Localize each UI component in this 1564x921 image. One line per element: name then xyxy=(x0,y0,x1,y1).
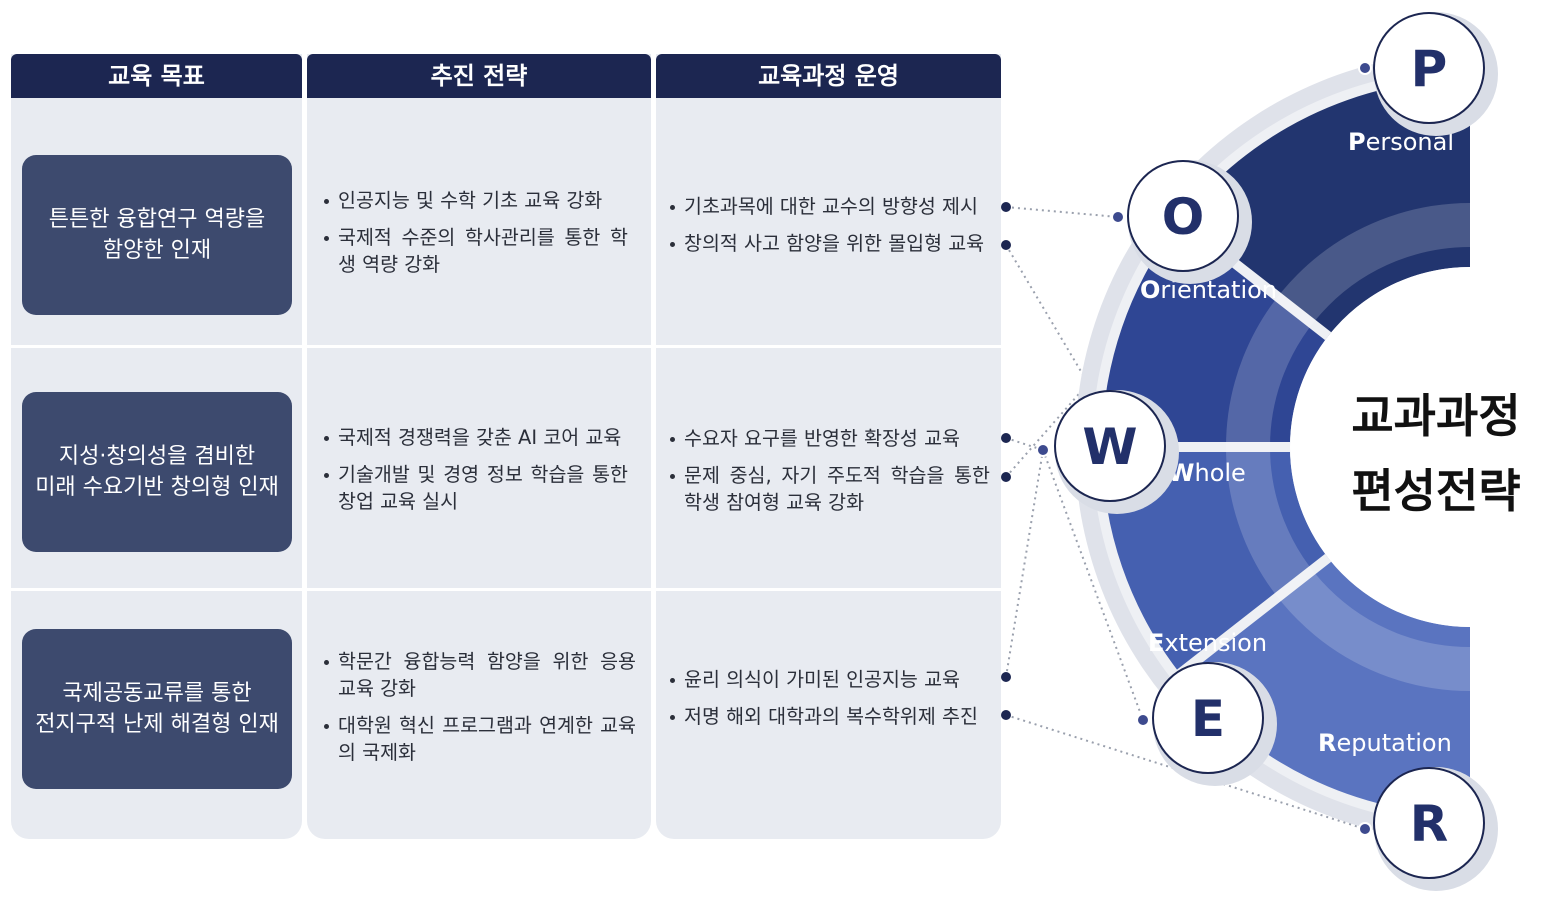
segment-orientation xyxy=(1102,447,1329,674)
goal-text: 튼튼한 융합연구 역량을 xyxy=(48,207,266,232)
inner-band xyxy=(1226,203,1470,691)
strategy-list-3: 학문간 융합능력 함양을 위한 응용 교육 강화 대학원 혁신 프로그램과 연계… xyxy=(322,648,636,776)
column-strategy-bg xyxy=(307,54,651,839)
segment-whole xyxy=(1102,220,1329,447)
strategy-item: 국제적 수준의 학사관리를 통한 학생 역량 강화 xyxy=(322,224,628,278)
strategy-item: 인공지능 및 수학 기초 교육 강화 xyxy=(322,187,628,214)
letter-circle-r: R xyxy=(1373,767,1498,891)
letter-circle-o: O xyxy=(1127,160,1252,284)
strategy-item: 국제적 경쟁력을 갖춘 AI 코어 교육 xyxy=(322,424,628,451)
word-reputation: Reputation xyxy=(1318,729,1452,757)
letter-w: W xyxy=(1082,418,1137,476)
goal-box-2: 지성·창의성을 겸비한 미래 수요기반 창의형 인재 xyxy=(22,392,292,552)
operation-item: 윤리 의식이 가미된 인공지능 교육 xyxy=(668,666,990,693)
letter-r: R xyxy=(1410,795,1449,853)
center-title-line-2: 편성전략 xyxy=(1351,464,1520,518)
goal-text: 지성·창의성을 겸비한 xyxy=(58,444,256,469)
letter-circle-e: E xyxy=(1152,662,1277,786)
segment-separator xyxy=(1173,553,1332,680)
connector-dots xyxy=(1001,202,1011,720)
letter-p: P xyxy=(1411,40,1448,98)
letter-circle-p: P xyxy=(1373,12,1498,136)
goal-text: 미래 수요기반 창의형 인재 xyxy=(35,475,279,500)
header-strategy: 추진 전략 xyxy=(307,54,651,98)
word-personal: Personal xyxy=(1348,128,1454,156)
strategy-item: 기술개발 및 경영 정보 학습을 통한 창업 교육 실시 xyxy=(322,461,628,515)
letter-o: O xyxy=(1162,188,1205,246)
header-goal: 교육 목표 xyxy=(11,54,302,98)
center-title-line-1: 교과과정 xyxy=(1351,389,1520,443)
goal-text: 함양한 인재 xyxy=(102,238,212,263)
operation-item: 수요자 요구를 반영한 확장성 교육 xyxy=(668,425,990,452)
strategy-item: 대학원 혁신 프로그램과 연계한 교육의 국제화 xyxy=(322,712,636,766)
operation-item: 창의적 사고 함양을 위한 몰입형 교육 xyxy=(668,230,990,257)
ring-dots xyxy=(1036,61,1372,836)
segment-reputation xyxy=(1470,79,1564,336)
goal-text: 전지구적 난제 해결형 인재 xyxy=(35,712,279,737)
goal-box-3: 국제공동교류를 통한 전지구적 난제 해결형 인재 xyxy=(22,629,292,789)
strategy-list-1: 인공지능 및 수학 기초 교육 강화 국제적 수준의 학사관리를 통한 학생 역… xyxy=(322,187,628,288)
goal-box-1: 튼튼한 융합연구 역량을 함양한 인재 xyxy=(22,155,292,315)
letter-e: E xyxy=(1191,690,1225,748)
operation-list-2: 수요자 요구를 반영한 확장성 교육 문제 중심, 자기 주도적 학습을 통한 … xyxy=(668,425,990,526)
operation-item: 저명 해외 대학과의 복수학위제 추진 xyxy=(668,703,990,730)
strategy-list-2: 국제적 경쟁력을 갖춘 AI 코어 교육 기술개발 및 경영 정보 학습을 통한… xyxy=(322,424,628,525)
word-whole: Whole xyxy=(1168,459,1246,487)
operation-item: 문제 중심, 자기 주도적 학습을 통한 학생 참여형 교육 강화 xyxy=(668,462,990,516)
letter-circle-w: W xyxy=(1054,390,1179,514)
goal-text: 국제공동교류를 통한 xyxy=(62,681,252,706)
operation-list-3: 윤리 의식이 가미된 인공지능 교육 저명 해외 대학과의 복수학위제 추진 xyxy=(668,666,990,740)
center-circle xyxy=(1290,267,1470,627)
operation-list-1: 기초과목에 대한 교수의 방향성 제시 창의적 사고 함양을 위한 몰입형 교육 xyxy=(668,193,990,267)
strategy-item: 학문간 융합능력 함양을 위한 응용 교육 강화 xyxy=(322,648,636,702)
row-divider xyxy=(11,345,1001,348)
row-divider xyxy=(11,588,1001,591)
operation-item: 기초과목에 대한 교수의 방향성 제시 xyxy=(668,193,990,220)
header-operation: 교육과정 운영 xyxy=(656,54,1001,98)
word-extension: Extension xyxy=(1148,629,1267,657)
column-operation-bg xyxy=(656,54,1001,839)
